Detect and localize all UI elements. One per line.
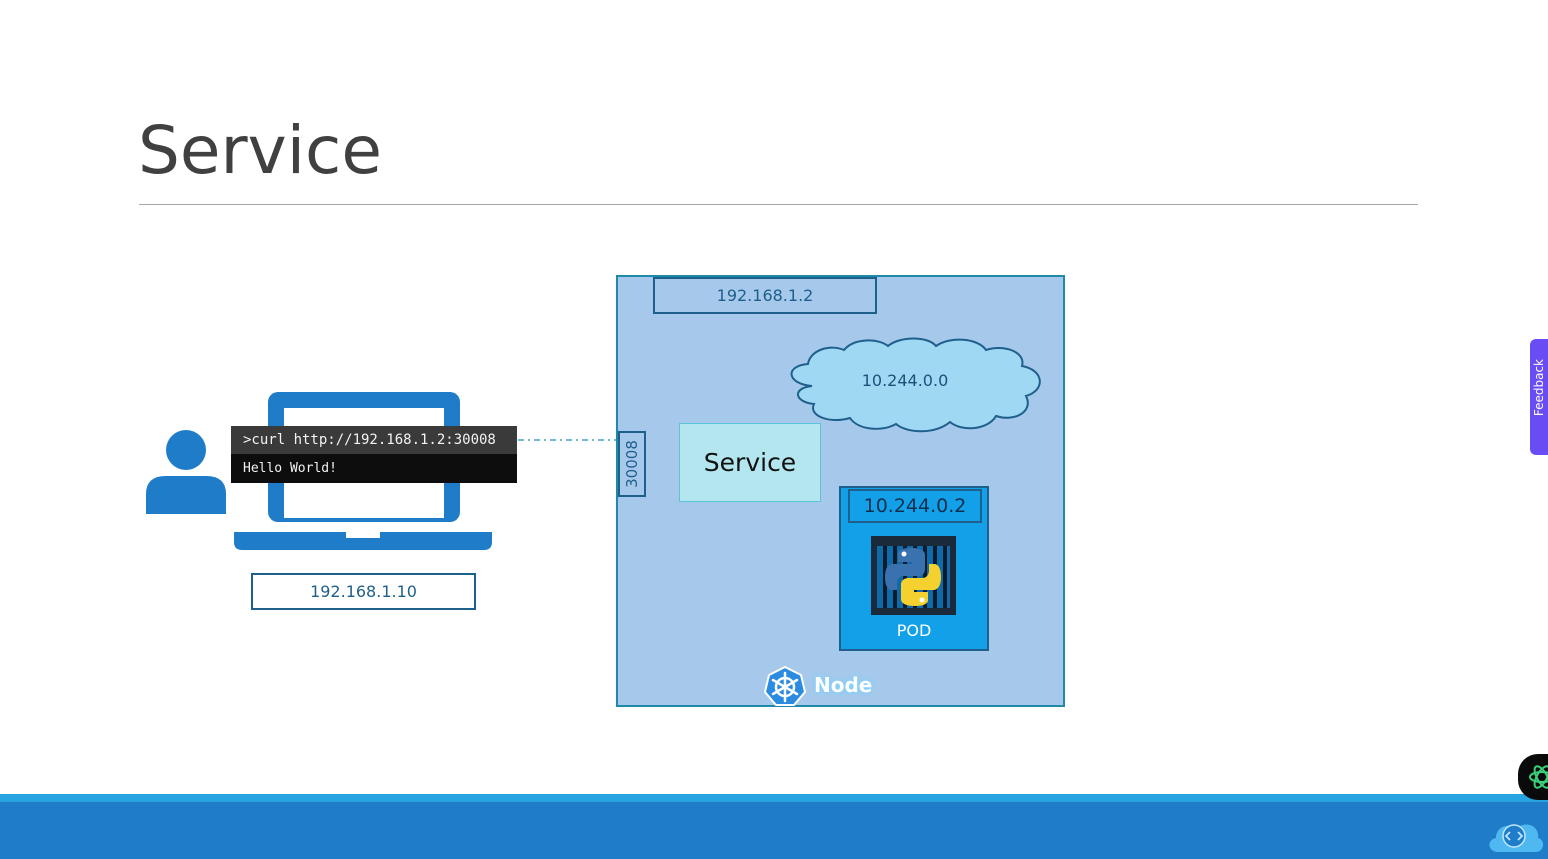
terminal-output: Hello World! bbox=[231, 454, 517, 483]
node-ip-label: 192.168.1.2 bbox=[653, 277, 877, 314]
node-port-label: 30008 bbox=[623, 440, 641, 488]
cloud-code-logo-icon bbox=[1489, 824, 1544, 852]
python-container-icon bbox=[871, 536, 956, 615]
node-label: Node bbox=[814, 673, 873, 697]
feedback-tab-label: Feedback bbox=[1532, 359, 1546, 417]
kubernetes-helm-icon bbox=[763, 665, 807, 706]
node-port-box: 30008 bbox=[618, 431, 646, 497]
terminal-window: >curl http://192.168.1.2:30008 Hello Wor… bbox=[231, 426, 517, 483]
cloud-icon bbox=[790, 337, 1041, 433]
person-icon bbox=[146, 430, 226, 514]
pod-label: POD bbox=[896, 621, 932, 640]
footer-accent-bar bbox=[0, 794, 1548, 802]
chat-bubble-icon[interactable] bbox=[1518, 754, 1548, 800]
network-label: 10.244.0.0 bbox=[861, 371, 949, 390]
service-box: Service bbox=[679, 423, 821, 502]
pod-ip-label: 10.244.0.2 bbox=[848, 489, 982, 523]
terminal-command: >curl http://192.168.1.2:30008 bbox=[231, 426, 517, 454]
title-divider bbox=[139, 204, 1418, 205]
feedback-tab[interactable]: Feedback bbox=[1530, 339, 1548, 455]
laptop-ip-label: 192.168.1.10 bbox=[251, 573, 476, 610]
page-title: Service bbox=[138, 112, 382, 189]
footer-bar bbox=[0, 802, 1548, 859]
